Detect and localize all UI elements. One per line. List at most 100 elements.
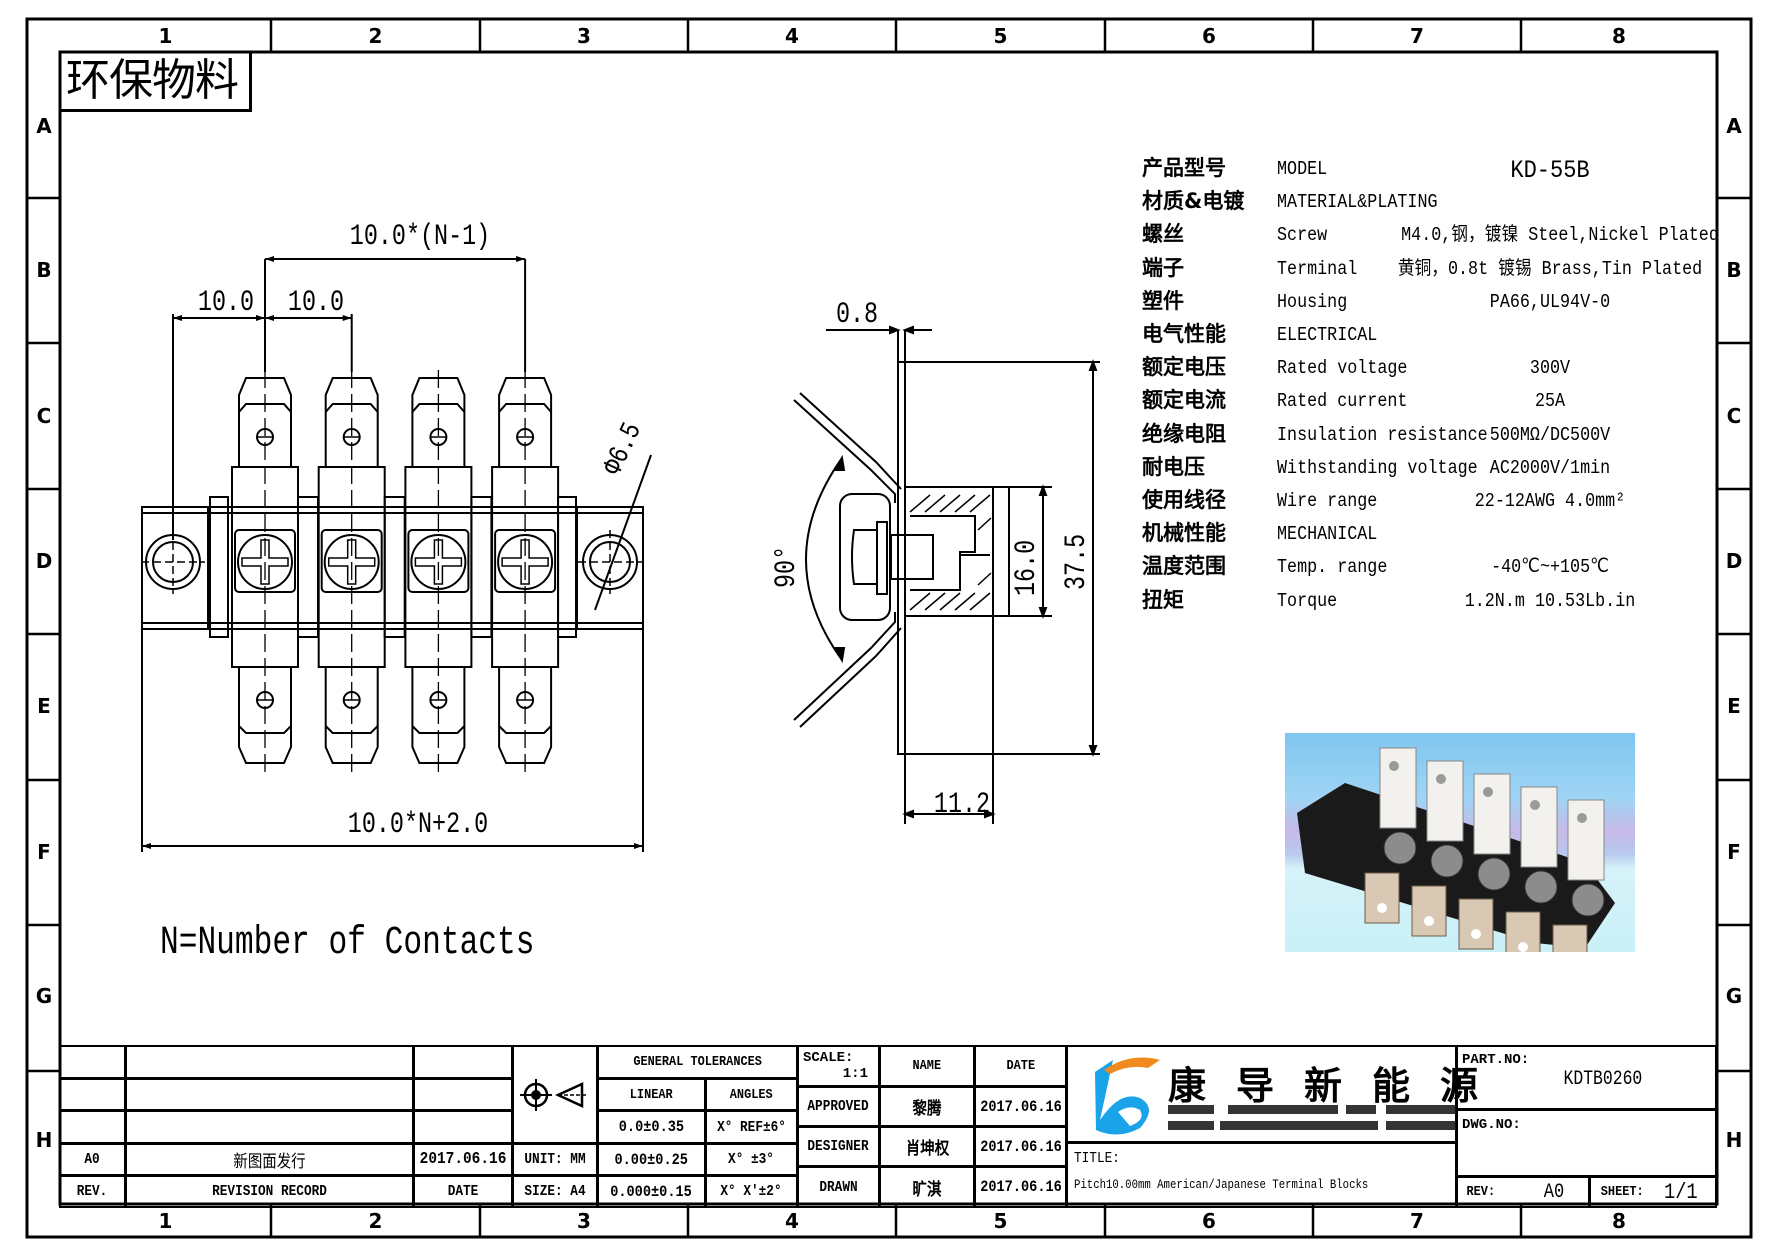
part-no-cell: PART.NO:KDTB0260 bbox=[1456, 1045, 1717, 1110]
screw-head bbox=[839, 493, 891, 621]
front-view-drawing bbox=[141, 256, 652, 852]
column-label: 2 bbox=[368, 1209, 383, 1233]
dimension-arrow bbox=[634, 843, 643, 849]
tolerance-angle-value-text: X° ±3° bbox=[728, 1151, 775, 1168]
zone-grid-dividers bbox=[27, 19, 1751, 1237]
photo-terminal-hole bbox=[1530, 800, 1540, 810]
inner-frame bbox=[58, 50, 1719, 1206]
signoff-name-text: 肖坤权 bbox=[905, 1139, 949, 1159]
revision-empty-cell bbox=[59, 1110, 126, 1144]
tolerance-angle-value: X° ±3° bbox=[705, 1143, 798, 1176]
company-logo-icon bbox=[1095, 1057, 1160, 1135]
third-angle-projection-icon bbox=[520, 1078, 586, 1111]
rev-value: A0 bbox=[1543, 1180, 1565, 1204]
scale-label: SCALE: bbox=[803, 1050, 854, 1066]
revision-empty-cell bbox=[413, 1110, 513, 1144]
spec-label-en: Torque bbox=[1277, 589, 1338, 612]
illegible-contact-info bbox=[1386, 1121, 1456, 1130]
company-logo-cell: 康导新能源 bbox=[1066, 1045, 1478, 1143]
column-label: 7 bbox=[1410, 1209, 1424, 1233]
row-label: A bbox=[1726, 114, 1742, 138]
mounting-plate bbox=[897, 361, 906, 755]
spec-value: 25A bbox=[1534, 390, 1566, 413]
column-label: 8 bbox=[1612, 1209, 1626, 1233]
tolerance-linear-value: 0.0±0.35 bbox=[597, 1110, 706, 1144]
dimension-arrow bbox=[265, 315, 274, 321]
spec-label-cn: 产品型号 bbox=[1142, 156, 1226, 180]
row-label: C bbox=[36, 404, 52, 428]
dimension-arrow bbox=[342, 315, 352, 321]
revision-header-record: REVISION RECORD bbox=[125, 1175, 414, 1208]
spec-label-cn: 扭矩 bbox=[1142, 587, 1184, 612]
photo-screw bbox=[1430, 844, 1464, 878]
photo-terminal-hole bbox=[1518, 942, 1528, 952]
row-label: B bbox=[1726, 258, 1742, 282]
end-rib-right bbox=[557, 496, 577, 638]
signoff-role: DESIGNER bbox=[797, 1126, 880, 1167]
signoff-name: 黎腾 bbox=[879, 1086, 975, 1127]
phillips-cross-icon bbox=[414, 539, 463, 585]
tolerances-angles-header: ANGLES bbox=[705, 1078, 798, 1111]
dwg-no-cell: DWG.NO: bbox=[1456, 1109, 1717, 1177]
spec-label-en: Housing bbox=[1277, 290, 1348, 313]
terminal-contact bbox=[317, 370, 406, 772]
row-label: F bbox=[37, 840, 51, 864]
product-photo bbox=[1285, 733, 1635, 952]
revision-record: 新图面发行 bbox=[125, 1143, 414, 1176]
column-label: 5 bbox=[993, 24, 1008, 48]
dim-angle: 90° bbox=[770, 545, 804, 588]
revision-header-record-text: REVISION RECORD bbox=[212, 1183, 327, 1200]
photo-terminal-hole bbox=[1577, 813, 1587, 823]
row-label: D bbox=[35, 549, 53, 573]
illegible-contact-info bbox=[1386, 1105, 1456, 1114]
photo-terminal-hole bbox=[1436, 774, 1446, 784]
illegible-contact-info bbox=[1168, 1105, 1214, 1114]
revision-record-text: 新图面发行 bbox=[233, 1152, 306, 1172]
title-label: TITLE: bbox=[1074, 1150, 1120, 1167]
terminal-contact bbox=[231, 370, 319, 772]
row-label: G bbox=[35, 984, 53, 1008]
title-value: Pitch10.00mm American/Japanese Terminal … bbox=[1074, 1177, 1369, 1192]
spec-label-en: MATERIAL&PLATING bbox=[1277, 191, 1438, 214]
rev-label: REV: bbox=[1466, 1184, 1496, 1200]
tolerances-title: GENERAL TOLERANCES bbox=[597, 1045, 798, 1079]
spec-value: -40℃~+105℃ bbox=[1491, 556, 1609, 579]
dim-pitch-right: 10.0 bbox=[287, 286, 345, 320]
revision-header-rev: REV. bbox=[59, 1175, 126, 1208]
revision-empty-cell bbox=[413, 1078, 513, 1111]
row-label: D bbox=[1725, 549, 1743, 573]
signoff-date-text: 2017.06.16 bbox=[979, 1178, 1062, 1196]
spec-label-en: Wire range bbox=[1277, 490, 1378, 512]
photo-terminal-hole bbox=[1483, 787, 1493, 797]
photo-screw bbox=[1477, 857, 1511, 891]
tolerances-title-text: GENERAL TOLERANCES bbox=[633, 1054, 762, 1070]
outer-border bbox=[25, 17, 1753, 1239]
spec-value: 500MΩ/DC500V bbox=[1489, 423, 1611, 446]
revision-empty-cell bbox=[125, 1110, 414, 1144]
illegible-contact-info bbox=[1220, 1121, 1348, 1130]
tolerances-angles-header-text: ANGLES bbox=[730, 1086, 773, 1103]
column-label: 3 bbox=[577, 1209, 591, 1233]
revision-empty-cell bbox=[59, 1078, 126, 1111]
revision-empty-cell bbox=[125, 1078, 414, 1111]
tolerances-linear-header: LINEAR bbox=[597, 1078, 706, 1111]
signoff-date: 2017.06.16 bbox=[974, 1126, 1067, 1167]
revision-header-date-text: DATE bbox=[447, 1183, 479, 1200]
date-header: DATE bbox=[974, 1045, 1067, 1087]
illegible-contact-info bbox=[1168, 1121, 1214, 1130]
sheet-cell: SHEET:1/1 bbox=[1589, 1176, 1717, 1208]
photo-terminal-upper bbox=[1473, 773, 1511, 855]
end-rib-left bbox=[209, 496, 229, 638]
spec-value: 黄铜，0.8t 镀锡 Brass,Tin Plated bbox=[1397, 257, 1703, 280]
spec-label-en: Terminal bbox=[1277, 257, 1358, 280]
dimension-arrow bbox=[173, 315, 182, 321]
dim-pitch-left: 10.0 bbox=[197, 286, 255, 320]
spec-label-cn: 温度范围 bbox=[1142, 554, 1226, 579]
spec-label-en: Withstanding voltage bbox=[1277, 456, 1478, 479]
photo-screw bbox=[1383, 831, 1417, 865]
revision-rev-text: A0 bbox=[84, 1151, 101, 1168]
column-label: 8 bbox=[1612, 24, 1626, 48]
terminal-block-photo-icon bbox=[1297, 747, 1615, 952]
row-label: A bbox=[36, 114, 52, 138]
signoff-role: APPROVED bbox=[797, 1086, 880, 1127]
